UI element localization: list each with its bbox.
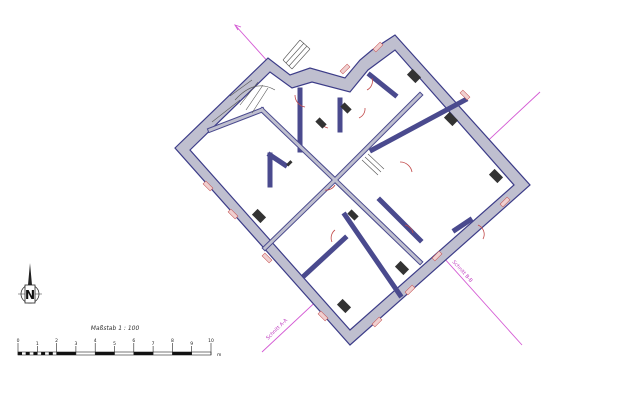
scale-bar: Maßstab 1 : 100 0 1 2 3 4 5 xyxy=(17,325,222,358)
scale-tick-label: 2 xyxy=(55,338,58,344)
north-label: N xyxy=(25,288,35,302)
room-labels xyxy=(251,68,504,314)
section-label-b: Schnitt B-B xyxy=(451,259,474,284)
scale-tick-label: 6 xyxy=(132,338,135,344)
scale-tick-label: 1 xyxy=(36,341,39,347)
interior-walls xyxy=(206,71,474,299)
north-arrow: N xyxy=(18,263,42,304)
section-arrow-b-top xyxy=(233,24,242,31)
scale-tick-label: 8 xyxy=(171,338,174,344)
scale-tick-label: 10 xyxy=(208,338,214,344)
scale-tick-label: 5 xyxy=(113,341,116,347)
scale-tick-label: 9 xyxy=(190,341,193,347)
window-markers xyxy=(202,41,511,328)
scale-tick-label: 0 xyxy=(17,338,20,344)
door-swings xyxy=(294,77,485,243)
scale-ticks: 0 1 2 3 4 5 6 7 8 9 10 xyxy=(17,338,214,355)
building-walls xyxy=(174,34,531,346)
scale-tick-label: 3 xyxy=(74,341,77,347)
scale-caption: Maßstab 1 : 100 xyxy=(91,325,140,332)
scale-tick-label: 4 xyxy=(94,338,97,344)
scale-tick-label: 7 xyxy=(152,341,155,347)
staircase xyxy=(211,39,385,176)
scale-unit: m xyxy=(217,353,221,358)
